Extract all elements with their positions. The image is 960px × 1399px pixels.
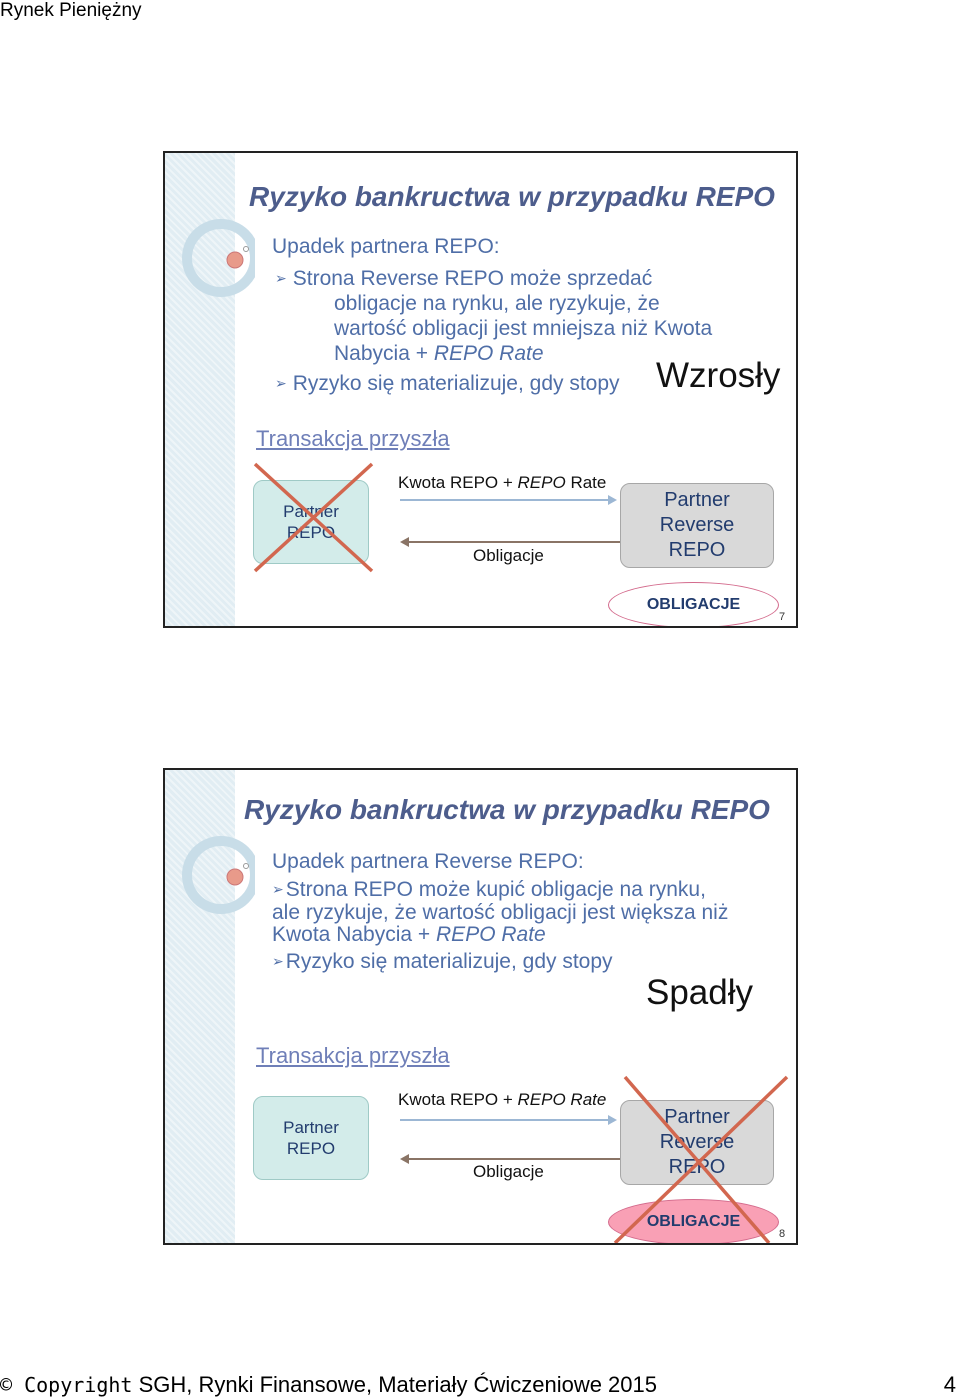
arrow-head-icon <box>608 1115 617 1125</box>
copyright-text: © Copyright <box>0 1373 132 1397</box>
page-footer: © Copyright SGH, Rynki Finansowe, Materi… <box>0 1372 960 1399</box>
page-number: 4 <box>944 1372 956 1398</box>
slide-8: Ryzyko bankructwa w przypadku REPO Upade… <box>163 768 798 1245</box>
cross-icon <box>615 1077 787 1243</box>
cross-icon <box>625 1077 769 1243</box>
arrow-head-icon <box>608 495 617 505</box>
footer-text: SGH, Rynki Finansowe, Materiały Ćwiczeni… <box>132 1372 657 1397</box>
flow-arrows <box>165 153 796 626</box>
arrow-head-icon <box>400 537 409 547</box>
bonds-oval: OBLIGACJE <box>608 582 779 628</box>
arrow-head-icon <box>400 1154 409 1164</box>
slide-number: 7 <box>779 611 785 623</box>
flow-arrows <box>165 770 796 1243</box>
slide-7: Ryzyko bankructwa w przypadku REPO Upade… <box>163 151 798 628</box>
page-header: Rynek Pieniężny <box>0 0 142 22</box>
